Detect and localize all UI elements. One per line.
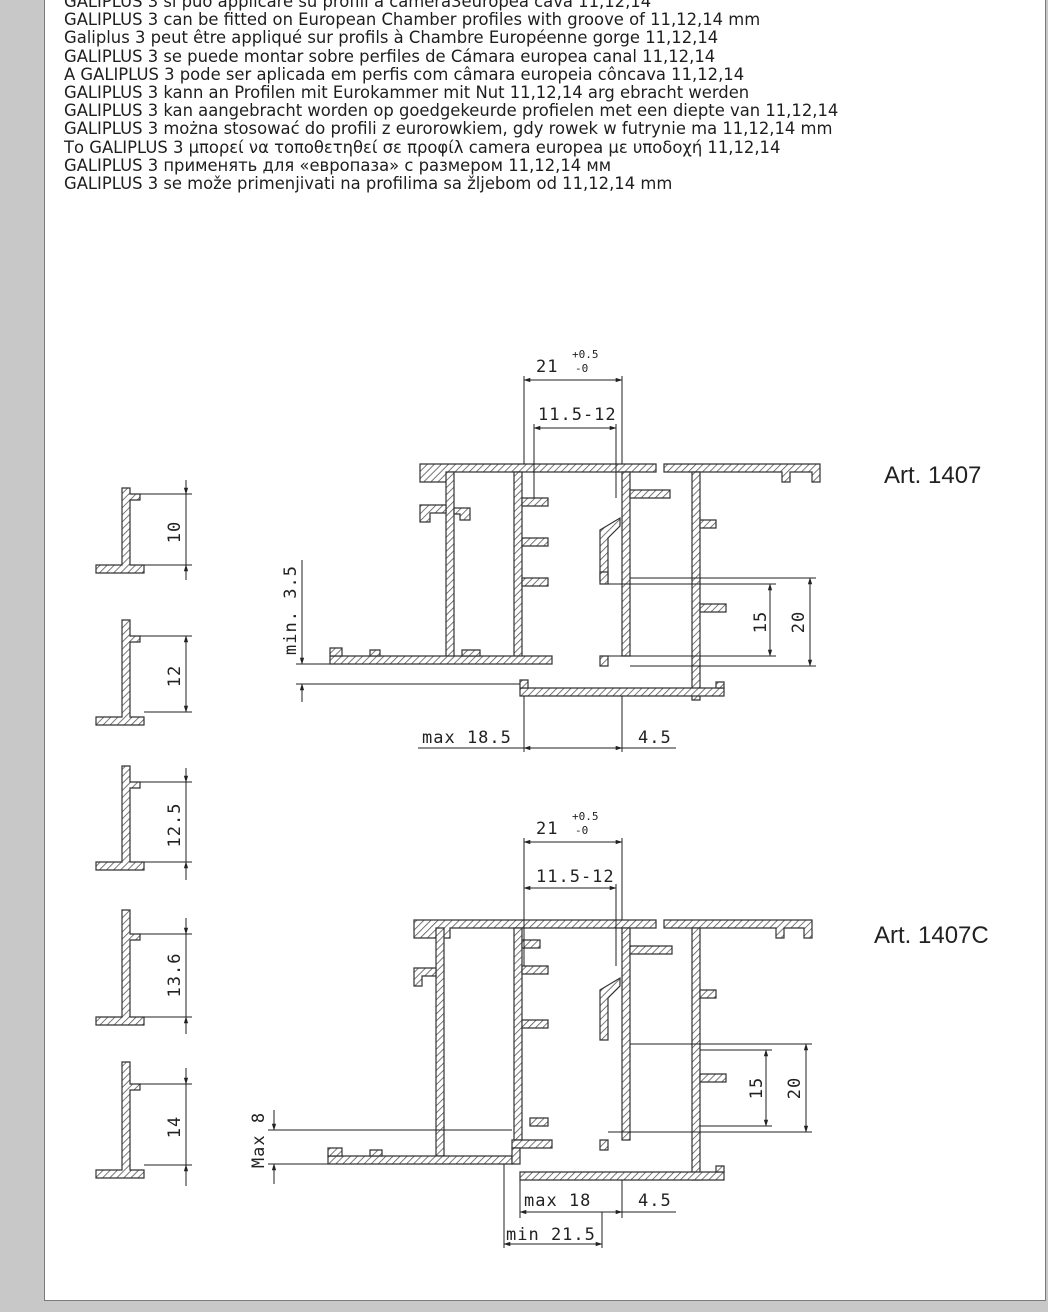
note-line-en: GALIPLUS 3 can be fitted on European Cha…: [64, 10, 761, 30]
bottom-dim-15: 15: [747, 1077, 767, 1099]
top-dim-4-5: 4.5: [638, 728, 672, 748]
bottom-dim-groove: 11.5-12: [536, 867, 615, 887]
top-dim-groove: 11.5-12: [538, 405, 617, 425]
bottom-dim-21-tol-minus: -0: [575, 824, 588, 837]
side-profile-13-6: [95, 909, 145, 1026]
side-profile-14: [95, 1061, 145, 1179]
top-dim-max: max 18.5: [422, 728, 512, 748]
top-dim-15: 15: [751, 611, 771, 633]
note-line-es: GALIPLUS 3 se puede montar sobre perfile…: [64, 46, 716, 66]
side-dim-14: 14: [165, 1116, 185, 1138]
side-dim-13-6: 13.6: [165, 953, 185, 998]
note-line-el: Το GALIPLUS 3 μπορεί να τοποθετηθεί σε π…: [64, 137, 781, 157]
bottom-dim-20: 20: [785, 1077, 805, 1099]
note-line-pt: A GALIPLUS 3 pode ser aplicada em perfis…: [64, 64, 745, 84]
bottom-dim-max: max 18: [524, 1191, 591, 1211]
top-dim-min: min. 3.5: [281, 565, 301, 655]
top-dim-20: 20: [789, 611, 809, 633]
bottom-dimension-lines: [268, 838, 812, 1248]
note-line-fr: Galiplus 3 peut être appliqué sur profil…: [64, 28, 719, 48]
article-label-top: Art. 1407: [884, 462, 981, 489]
note-line-it: GALIPLUS 3 si può applicare su profili a…: [64, 0, 652, 11]
profile-art-1407: [329, 463, 821, 701]
bottom-dim-21: 21: [536, 819, 558, 839]
note-line-sr: GALIPLUS 3 se može primenjivati na profi…: [64, 174, 673, 194]
note-line-nl: GALIPLUS 3 kan aangebracht worden op goe…: [64, 101, 839, 121]
side-dim-12: 12: [165, 665, 185, 687]
note-line-ru: GALIPLUS 3 применять для «европаза» с ра…: [64, 155, 612, 175]
bottom-dim-21-tol-plus: +0.5: [572, 810, 599, 823]
top-dim-21-tol-minus: -0: [575, 362, 588, 375]
installation-notes: GALIPLUS 3 si può applicare su profili a…: [64, 0, 1039, 193]
side-profile-10: [95, 487, 145, 574]
side-dim-12-5: 12.5: [165, 803, 185, 848]
note-line-de: GALIPLUS 3 kann an Profilen mit Eurokamm…: [64, 83, 750, 103]
side-profile-12: [95, 619, 145, 726]
side-dim-10: 10: [165, 521, 185, 543]
top-dimension-lines: [296, 376, 816, 752]
top-dim-21: 21: [536, 357, 558, 377]
side-dimension-lines: [140, 480, 192, 1186]
profile-art-1407c: [327, 919, 813, 1181]
article-label-bottom: Art. 1407C: [874, 922, 989, 949]
bottom-dim-max8: Max 8: [249, 1112, 269, 1168]
drawing-sheet: [44, 0, 1046, 1301]
note-line-pl: GALIPLUS 3 można stosować do profili z e…: [64, 119, 833, 139]
top-dim-21-tol-plus: +0.5: [572, 348, 599, 361]
side-profile-12-5: [95, 765, 145, 871]
bottom-dim-4-5: 4.5: [638, 1191, 672, 1211]
bottom-dim-min: min 21.5: [506, 1225, 596, 1245]
